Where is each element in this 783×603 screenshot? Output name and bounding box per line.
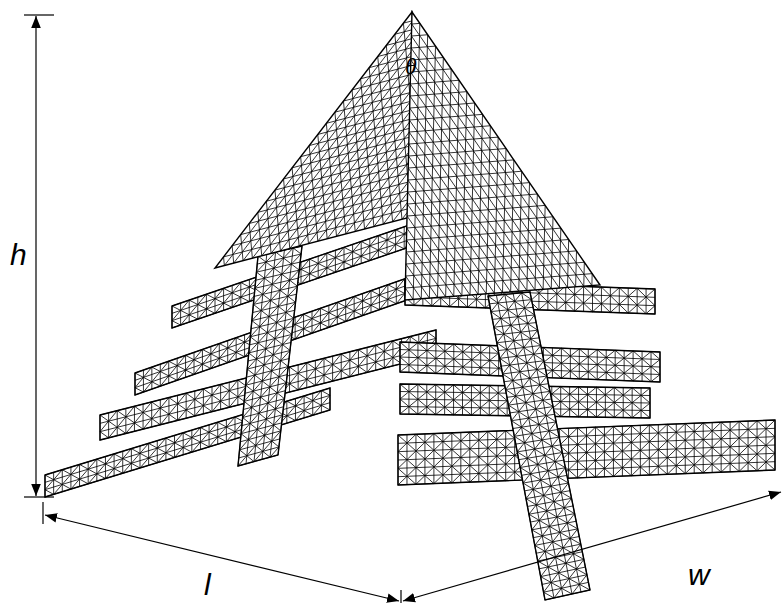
mesh-strip — [488, 292, 590, 600]
dimension-label: h — [10, 240, 27, 270]
dimension-label: l — [204, 570, 211, 600]
mesh-triangle — [215, 12, 430, 268]
mesh-lines — [224, 21, 430, 266]
mesh-triangle — [405, 12, 600, 300]
mesh-lines — [488, 292, 590, 600]
dimension-label: w — [688, 560, 710, 590]
mesh-strip — [238, 246, 302, 466]
mesh-lines — [45, 388, 330, 497]
mesh-lines — [398, 420, 775, 485]
mesh-strip — [45, 388, 330, 497]
mesh-faces — [45, 12, 775, 600]
dimension-label: θ — [405, 54, 417, 78]
dimension-lines — [24, 15, 781, 603]
mesh-lines — [238, 246, 302, 466]
mesh-lines — [405, 23, 592, 299]
mesh-strip — [398, 420, 775, 485]
